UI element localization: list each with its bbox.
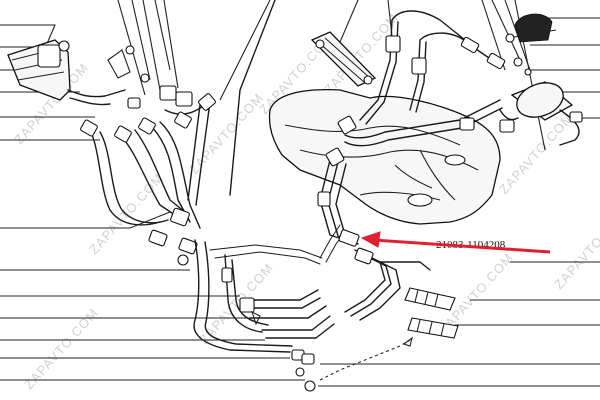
highlight-arrow-head — [360, 231, 381, 248]
right-callout-lines — [318, 17, 600, 387]
highlight-arrow — [373, 238, 551, 254]
throttle-bracket — [7, 39, 126, 106]
watermarks: ZAPAVTO.COM ZAPAVTO.COM ZAPAVTO.COM ZAPA… — [11, 10, 600, 392]
body-pipes — [193, 0, 347, 392]
fuel-filter — [499, 81, 583, 146]
part-callout: 21083-1104208 — [360, 231, 551, 254]
fuel-pipes-left — [80, 45, 216, 266]
fuel-tank — [268, 89, 501, 225]
watermark: ZAPAVTO.COM — [551, 205, 600, 292]
left-callout-lines — [0, 24, 305, 381]
watermark: ZAPAVTO.COM — [186, 90, 266, 177]
pipe-clips — [319, 287, 459, 381]
tank-strap — [310, 31, 377, 87]
tank-pipes — [317, 10, 506, 321]
filter-clamp — [505, 13, 557, 76]
